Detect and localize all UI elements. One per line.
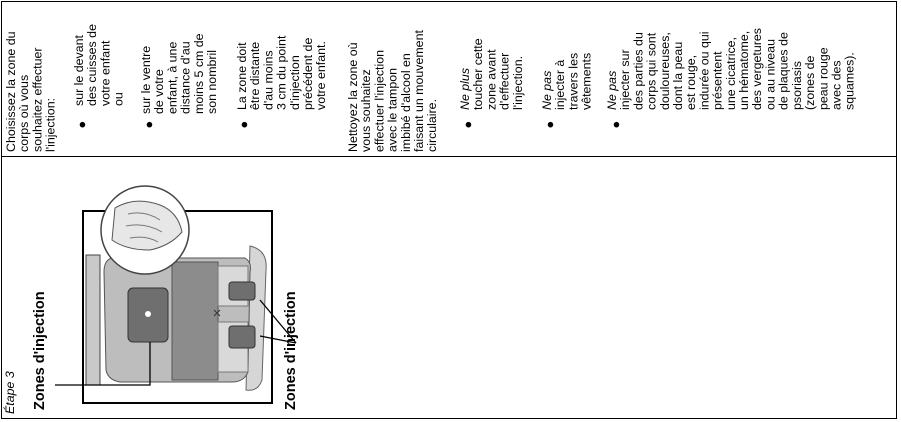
edge-tick (896, 388, 897, 406)
row-divider (1, 156, 897, 157)
